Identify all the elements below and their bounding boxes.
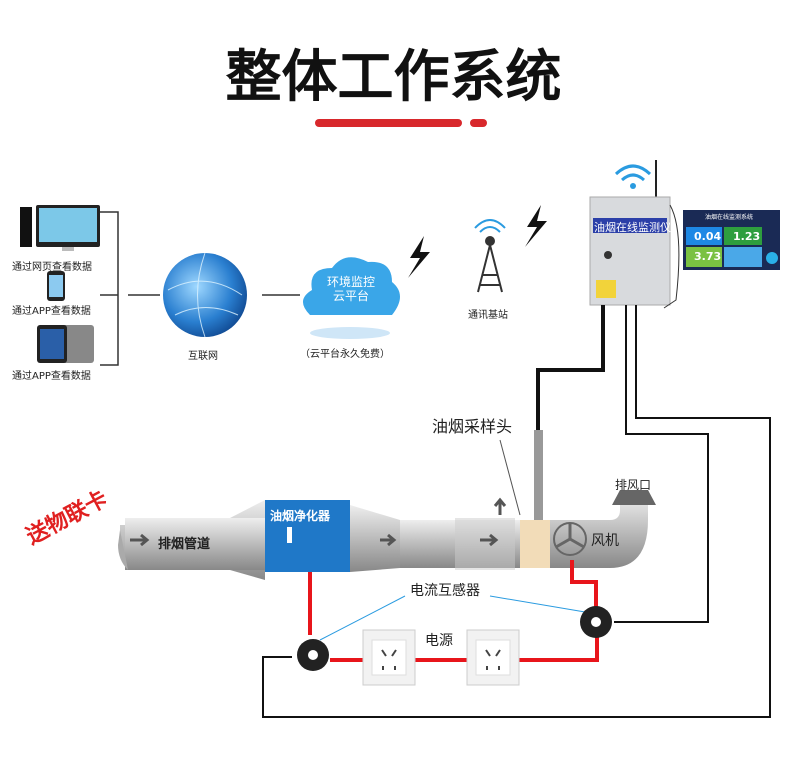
monitor-cabinet	[589, 196, 680, 309]
exhaust-duct	[118, 490, 656, 580]
power-wire	[308, 560, 599, 662]
pipe-label: 排烟管道	[158, 537, 211, 552]
cloud-text: 环境监控云平台	[326, 275, 375, 303]
sensor-label: 电流互感器	[410, 583, 480, 599]
power-label: 电源	[425, 633, 453, 649]
current-sensor-icon	[297, 639, 329, 671]
gear-icon	[766, 252, 778, 264]
bracket	[100, 211, 119, 366]
wifi-icon	[614, 164, 652, 189]
desktop-computer-icon	[20, 205, 100, 251]
monitor-banner: 油烟在线监测仪	[594, 221, 671, 234]
page-title: 整体工作系统	[225, 45, 562, 110]
exhaust-label: 排风口	[615, 478, 652, 492]
title-underline	[315, 119, 462, 127]
base-station-label: 通讯基站	[468, 310, 508, 321]
cloud-label: （云平台永久免费）	[300, 349, 390, 360]
internet-label: 互联网	[188, 351, 218, 362]
leader-line	[319, 595, 586, 641]
globe-icon	[163, 253, 247, 337]
screen-value: 0.04	[694, 230, 722, 243]
probe-label: 油烟采样头	[432, 417, 513, 436]
screen-value: 3.73	[694, 250, 722, 263]
lightning-icon	[408, 236, 430, 278]
signal-wire	[262, 305, 771, 718]
client-label: 通过APP查看数据	[12, 371, 91, 382]
screen-title: 油烟在线监测系统	[705, 214, 754, 221]
sampling-probe	[534, 430, 543, 535]
smartphone-icon	[47, 271, 65, 301]
lightning-icon	[525, 205, 547, 247]
title-underline-dot	[470, 119, 487, 127]
probe-cable	[536, 305, 605, 505]
screen-value: 1.23	[733, 230, 761, 243]
tablet-icon	[37, 325, 94, 363]
power-socket-icon	[466, 629, 520, 686]
client-label: 通过网页查看数据	[12, 262, 92, 273]
signal-wire	[614, 305, 709, 623]
current-sensor-icon	[580, 606, 612, 638]
purifier-label: 油烟净化器	[270, 509, 331, 523]
fan-label: 风机	[591, 533, 619, 549]
client-label: 通过APP查看数据	[12, 306, 91, 317]
power-socket-icon	[362, 629, 416, 686]
cloud-icon	[302, 257, 400, 339]
signal-tower-icon	[474, 219, 506, 293]
